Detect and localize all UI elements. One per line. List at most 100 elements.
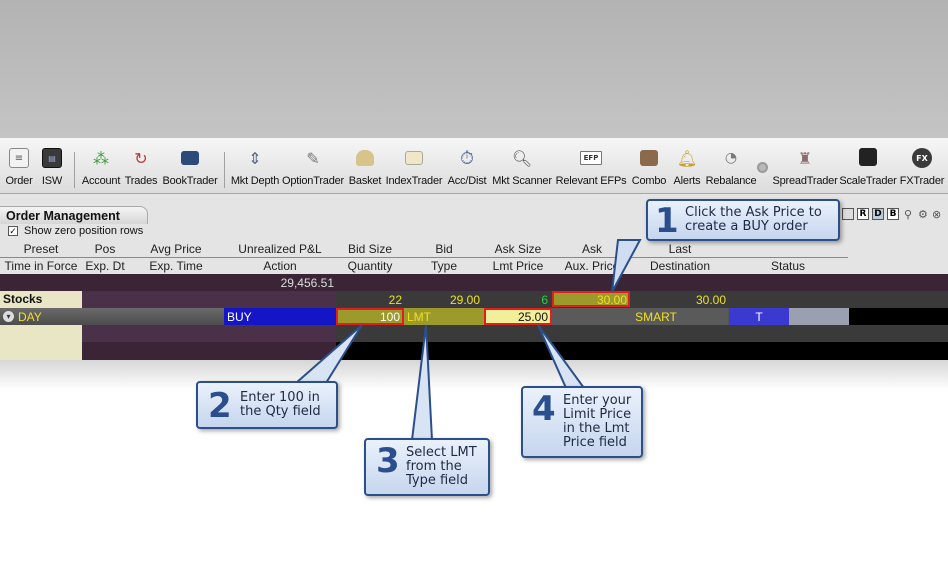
scaletrader-icon (859, 148, 877, 166)
account-icon: ⁂ (93, 148, 109, 168)
col-bid-size[interactable]: Bid Size (347, 242, 393, 256)
col-quantity[interactable]: Quantity (347, 259, 393, 273)
col-lmt-price[interactable]: Lmt Price (492, 259, 544, 273)
show-zero-checkbox[interactable]: ✓ (8, 226, 18, 236)
show-zero-rows-option[interactable]: ✓ Show zero position rows (8, 225, 144, 237)
toolbar-divider (224, 152, 225, 188)
filter-icon[interactable]: ⚲ (904, 208, 913, 221)
col-preset[interactable]: Preset (23, 242, 59, 256)
type-cell[interactable] (404, 308, 484, 325)
toolbar-mkt-scanner-button[interactable]: 🔍︎ Mkt Scanner (492, 148, 552, 188)
efp-icon: EFP (580, 151, 602, 165)
toolbar-indextrader-button[interactable]: IndexTrader (386, 138, 443, 194)
quantity-cell[interactable] (336, 308, 404, 325)
expand-chevron-icon[interactable]: ▾ (3, 311, 14, 322)
toolbar-account-button[interactable]: ⁂ Account (81, 148, 121, 188)
lmt-price-cell[interactable] (484, 308, 552, 325)
type-value[interactable]: LMT (407, 310, 431, 324)
order-row[interactable]: ▾ DAY BUY 100 LMT 25.00 SMART T (0, 308, 948, 325)
action-value[interactable]: BUY (227, 310, 252, 324)
col-exp-time[interactable]: Exp. Time (149, 259, 203, 273)
booktrader-icon (181, 151, 199, 165)
fxtrader-icon: FX (912, 148, 932, 168)
view-list-icon[interactable] (842, 208, 854, 220)
trades-icon: ↻ (134, 148, 148, 168)
toolbar-combo-button[interactable]: Combo (632, 138, 666, 194)
toolbar-optiontrader-button[interactable]: ✎ OptionTrader (282, 148, 344, 188)
action-cell[interactable] (224, 308, 336, 325)
toolbar-alerts-button[interactable]: 🔔︎ Alerts (673, 148, 701, 188)
col-type[interactable]: Type (430, 259, 457, 273)
col-ask[interactable]: Ask (581, 242, 602, 256)
col-action[interactable]: Action (263, 259, 297, 273)
quantity-value[interactable]: 100 (379, 310, 400, 324)
combo-icon (640, 150, 658, 166)
destination-value[interactable]: SMART (635, 310, 677, 324)
view-d-button[interactable]: D (872, 208, 884, 220)
col-bid[interactable]: Bid (435, 242, 453, 256)
total-unrealized-pnl: 29,456.51 (280, 276, 334, 290)
mkt-depth-icon: ⇕ (248, 148, 262, 168)
col-last[interactable]: Last (668, 242, 692, 256)
order-icon: ≡ (9, 148, 29, 168)
tif-value[interactable]: DAY (18, 310, 42, 324)
rebalance-icon: ◔ (724, 150, 738, 166)
toolbar-rebalance-button[interactable]: ◔ Rebalance (705, 150, 757, 187)
stocks-row[interactable]: Stocks 22 29.00 6 30.00 30.00 (0, 291, 948, 308)
toolbar-basket-button[interactable]: Basket (349, 138, 381, 194)
col-ask-size[interactable]: Ask Size (494, 242, 542, 256)
toolbar-separator-dot (757, 162, 768, 173)
last-value[interactable]: 30.00 (695, 293, 726, 307)
alerts-icon: 🔔︎ (676, 148, 698, 168)
col-pos[interactable]: Pos (94, 242, 116, 256)
header-divider (0, 257, 848, 258)
bid-size-value[interactable]: 22 (388, 293, 402, 307)
summary-row: 29,456.51 (0, 274, 948, 291)
callout-3: 3 Select LMT from the Type field (364, 438, 490, 496)
toolbar-divider (74, 152, 75, 188)
toolbar-fxtrader-button[interactable]: FX FXTrader (900, 138, 944, 194)
col-unrealized-pnl[interactable]: Unrealized P&L (238, 242, 322, 256)
toolbar-order-button[interactable]: ≡ Order (5, 138, 33, 194)
toolbar: ≡ Order ▤ ISW ⁂ Account ↻ Trades BookTra… (0, 138, 948, 194)
close-panel-icon[interactable]: ⊗ (932, 208, 942, 221)
col-status[interactable]: Status (770, 259, 806, 273)
lmt-price-value[interactable]: 25.00 (517, 310, 548, 324)
empty-row (0, 325, 948, 342)
stocks-label: Stocks (3, 292, 43, 306)
col-destination[interactable]: Destination (649, 259, 711, 273)
toolbar-relevant-efps-button[interactable]: EFP Relevant EFPs (556, 138, 627, 194)
status-value: T (755, 310, 763, 324)
callout-4: 4 Enter your Limit Price in the Lmt Pric… (521, 386, 643, 458)
ask-size-value[interactable]: 6 (541, 293, 548, 307)
background-top (0, 0, 948, 138)
view-b-button[interactable]: B (887, 208, 899, 220)
empty-row (0, 342, 948, 360)
status-cell (729, 308, 789, 325)
toolbar-trades-button[interactable]: ↻ Trades (124, 148, 158, 188)
toolbar-isw-button[interactable]: ▤ ISW (40, 138, 64, 194)
callout-1: 1 Click the Ask Price to create a BUY or… (646, 199, 840, 241)
toolbar-mkt-depth-button[interactable]: ⇕ Mkt Depth (230, 148, 280, 188)
toolbar-scaletrader-button[interactable]: ScaleTrader (839, 138, 897, 194)
spreadtrader-icon: ♜ (797, 148, 813, 168)
col-avg-price[interactable]: Avg Price (150, 242, 202, 256)
view-r-button[interactable]: R (857, 208, 869, 220)
toolbar-accdist-button[interactable]: ⏱ Acc/Dist (447, 147, 487, 188)
panel-shadow (0, 360, 948, 390)
col-aux-price[interactable]: Aux. Price (564, 259, 620, 273)
order-management-tab[interactable]: Order Management (0, 206, 148, 224)
accdist-icon: ⏱ (459, 147, 475, 169)
settings-icon[interactable]: ⚙ (918, 208, 928, 221)
col-exp-dt[interactable]: Exp. Dt (85, 259, 125, 273)
mkt-scanner-icon: 🔍︎ (511, 148, 533, 168)
toolbar-booktrader-button[interactable]: BookTrader (162, 138, 218, 194)
optiontrader-icon: ✎ (306, 148, 320, 168)
ask-price-cell[interactable] (552, 291, 630, 307)
ask-value[interactable]: 30.00 (596, 293, 627, 307)
toolbar-spreadtrader-button[interactable]: ♜ SpreadTrader (772, 148, 838, 188)
bid-value[interactable]: 29.00 (449, 293, 480, 307)
col-time-in-force[interactable]: Time in Force (4, 259, 78, 273)
basket-icon (356, 150, 374, 166)
callout-2: 2 Enter 100 in the Qty field (196, 381, 338, 429)
